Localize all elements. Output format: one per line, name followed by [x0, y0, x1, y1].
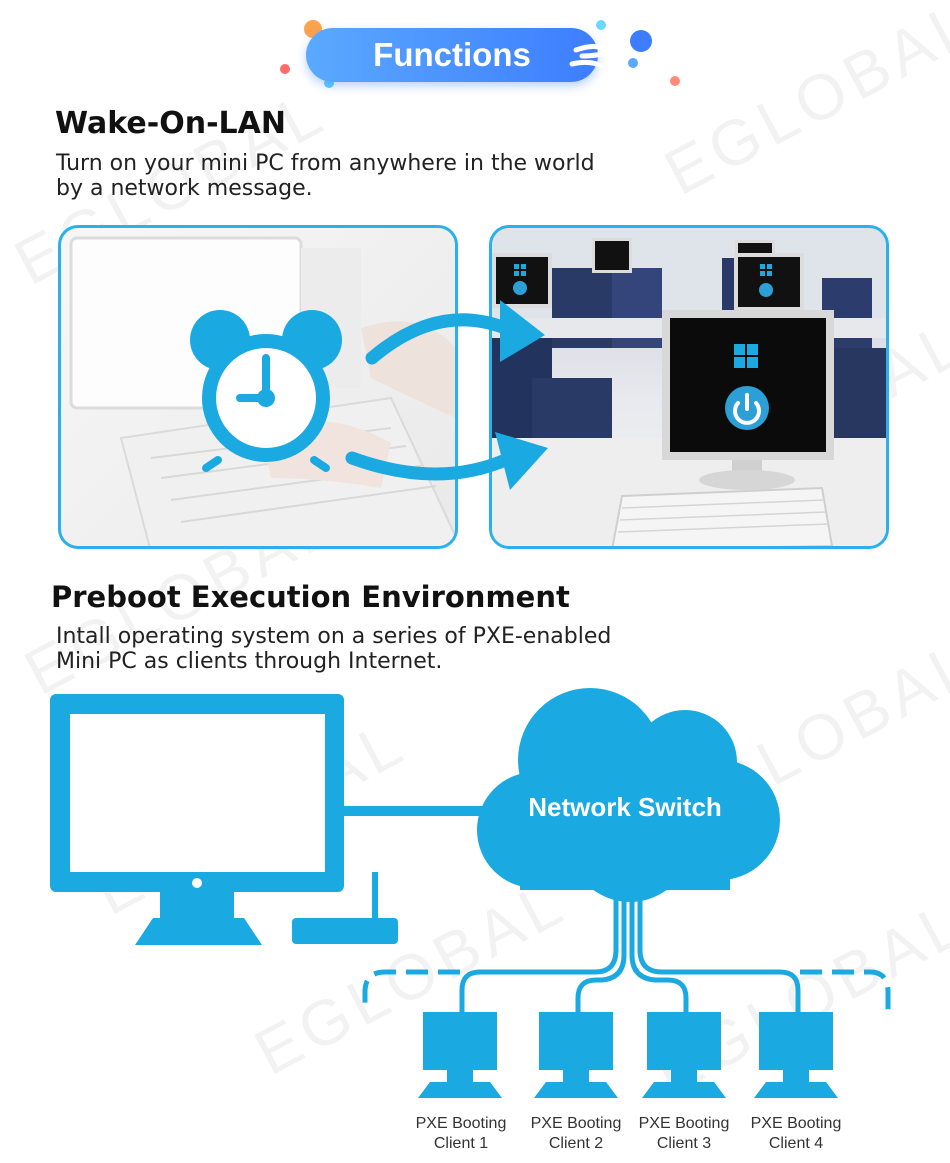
section-desc-wol-line2: by a network message. [56, 176, 313, 201]
client-label: PXE Booting Client 2 [521, 1114, 631, 1154]
decor-dot [628, 58, 638, 68]
client-label: PXE Booting Client 3 [629, 1114, 739, 1154]
client-monitor-icon [534, 1012, 618, 1098]
client-label: PXE Booting Client 4 [741, 1114, 851, 1154]
client-monitor-icon [418, 1012, 502, 1098]
windows-logo-icon [734, 344, 758, 368]
decor-dot [280, 64, 290, 74]
power-icon [513, 281, 527, 295]
client-label-line1: PXE Booting [750, 1115, 842, 1132]
wol-laptop-image [58, 225, 458, 549]
functions-banner: Functions [278, 14, 680, 94]
client-monitor-icon [754, 1012, 838, 1098]
client-label-line2: Client 3 [656, 1135, 712, 1152]
client-monitor-icon [642, 1012, 726, 1098]
section-desc-wol-line1: Turn on your mini PC from anywhere in th… [56, 151, 595, 176]
laptop-illustration [69, 236, 455, 546]
client-label-line1: PXE Booting [530, 1115, 622, 1132]
banner-title: Functions [373, 36, 531, 73]
client-label-line2: Client 2 [548, 1135, 604, 1152]
cloud-icon [477, 688, 780, 902]
server-monitor-icon [50, 694, 344, 945]
router-icon [292, 872, 398, 944]
section-desc-pxe-line2: Mini PC as clients through Internet. [56, 649, 443, 674]
classroom-illustration [492, 228, 886, 546]
network-switch-label: Network Switch [528, 792, 722, 822]
power-icon [725, 386, 769, 430]
client-label-line2: Client 4 [768, 1135, 824, 1152]
decor-dot [596, 20, 606, 30]
banner-pill [306, 28, 598, 82]
section-desc-pxe-line1: Intall operating system on a series of P… [56, 624, 612, 649]
client-label-line1: PXE Booting [638, 1115, 730, 1132]
power-icon [759, 283, 773, 297]
decor-dot [630, 30, 652, 52]
client-label-line2: Client 1 [433, 1135, 489, 1152]
client-label: PXE Booting Client 1 [406, 1114, 516, 1154]
windows-logo-icon [760, 264, 772, 276]
decor-dot [324, 78, 334, 88]
section-heading-wol: Wake-On-LAN [55, 106, 286, 141]
wol-classroom-image [489, 225, 889, 549]
windows-logo-icon [514, 264, 526, 276]
banner-swirl [569, 44, 613, 69]
alarm-clock-icon [190, 310, 342, 472]
section-heading-pxe: Preboot Execution Environment [51, 580, 570, 614]
decor-dot [670, 76, 680, 86]
client-label-line1: PXE Booting [415, 1115, 507, 1132]
